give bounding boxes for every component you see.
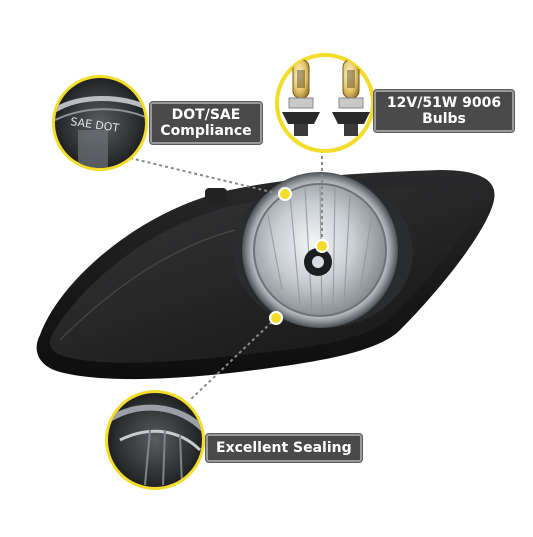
compliance-label-line1: DOT/SAE	[171, 107, 241, 123]
bulb-icon	[332, 59, 370, 136]
bulbs-label: 12V/51W 9006 Bulbs	[374, 90, 514, 132]
compliance-label: DOT/SAE Compliance	[150, 102, 262, 144]
sealing-detail-circle	[105, 390, 205, 490]
compliance-label-line2: Compliance	[160, 123, 252, 139]
compliance-detail-circle: SAE DOT	[52, 75, 148, 171]
callout-lines	[129, 150, 323, 401]
bulbs-label-line1: 12V/51W 9006	[386, 95, 502, 111]
sealing-label-text: Excellent Sealing	[216, 440, 352, 456]
bulbs-detail-circle	[275, 53, 375, 153]
bulbs-label-line2: Bulbs	[422, 111, 466, 127]
sealing-label: Excellent Sealing	[206, 434, 362, 462]
marker-dots	[269, 187, 329, 325]
bulb-icon	[282, 59, 320, 136]
